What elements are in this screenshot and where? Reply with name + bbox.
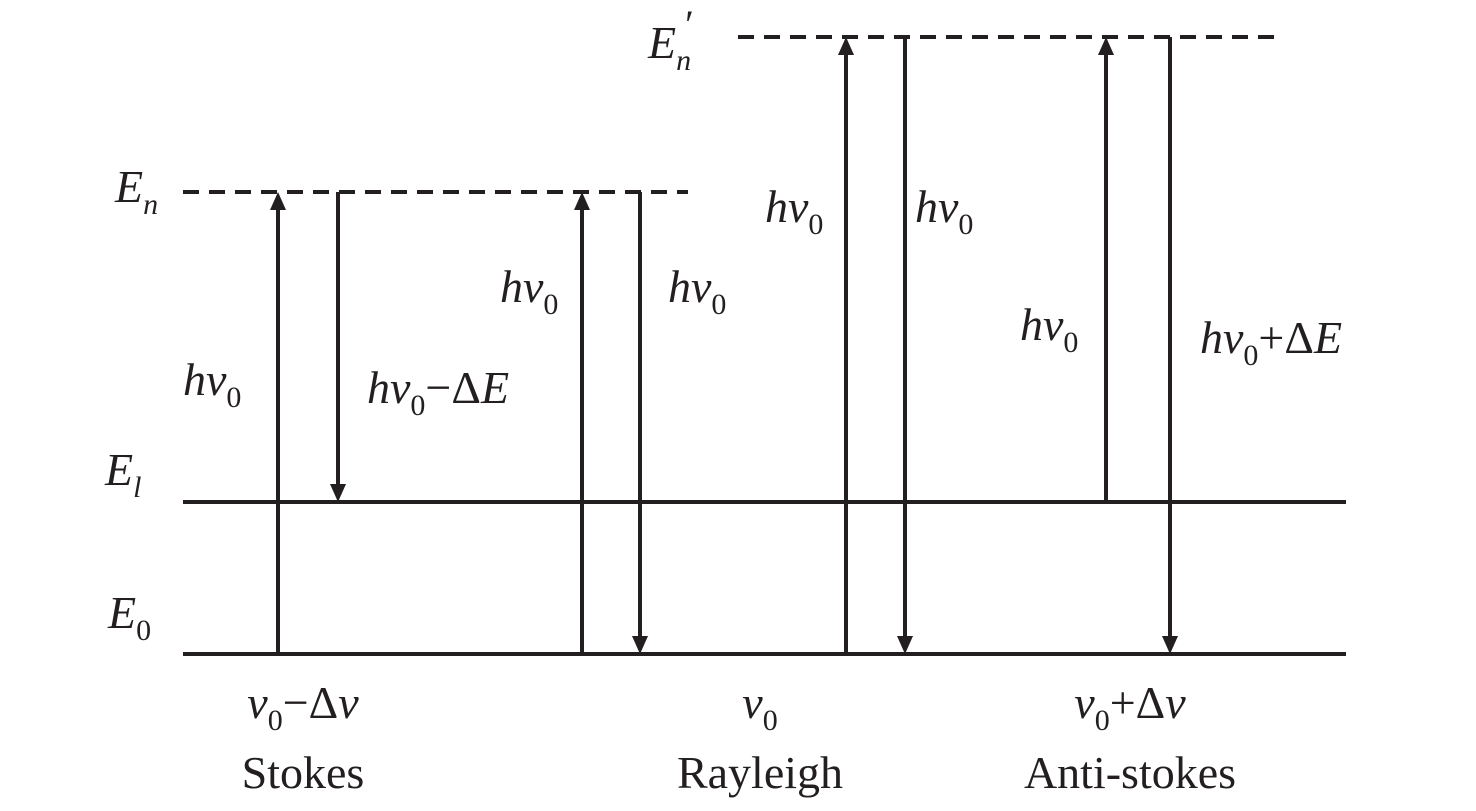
- level-label-el: El: [104, 444, 141, 504]
- frequency-label-anti-stokes: v0+Δv: [1074, 677, 1186, 737]
- arrowhead-down-icon: [897, 636, 913, 654]
- transition-label: hv0: [765, 181, 823, 241]
- arrowhead-up-icon: [574, 192, 590, 210]
- transitions: [270, 37, 1178, 654]
- level-label-en: En: [114, 161, 158, 221]
- frequency-label-rayleigh: v0: [742, 677, 777, 737]
- transition-label: hv0: [915, 181, 973, 241]
- energy-levels: [183, 35, 1346, 656]
- frequency-label-stokes: v0−Δv: [247, 677, 359, 737]
- transition-label: hv0+ΔE: [1200, 312, 1342, 372]
- arrowhead-down-icon: [330, 484, 346, 502]
- scattering-type-label-stokes: Stokes: [242, 747, 365, 798]
- level-label-en-prime: En′: [647, 2, 694, 77]
- transition-label: hv0: [1020, 299, 1078, 359]
- transition-label: hv0: [183, 354, 241, 414]
- transition-label: hv0: [668, 261, 726, 321]
- arrowhead-down-icon: [1162, 636, 1178, 654]
- level-label-e0: E0: [107, 587, 151, 647]
- arrowhead-down-icon: [632, 636, 648, 654]
- transition-label: hv0−ΔE: [367, 362, 509, 422]
- transition-label: hv0: [500, 261, 558, 321]
- arrowhead-up-icon: [270, 192, 286, 210]
- arrowhead-up-icon: [838, 37, 854, 55]
- arrowhead-up-icon: [1098, 37, 1114, 55]
- scattering-type-label-anti-stokes: Anti-stokes: [1024, 747, 1236, 798]
- scattering-type-label-rayleigh: Rayleigh: [677, 747, 843, 798]
